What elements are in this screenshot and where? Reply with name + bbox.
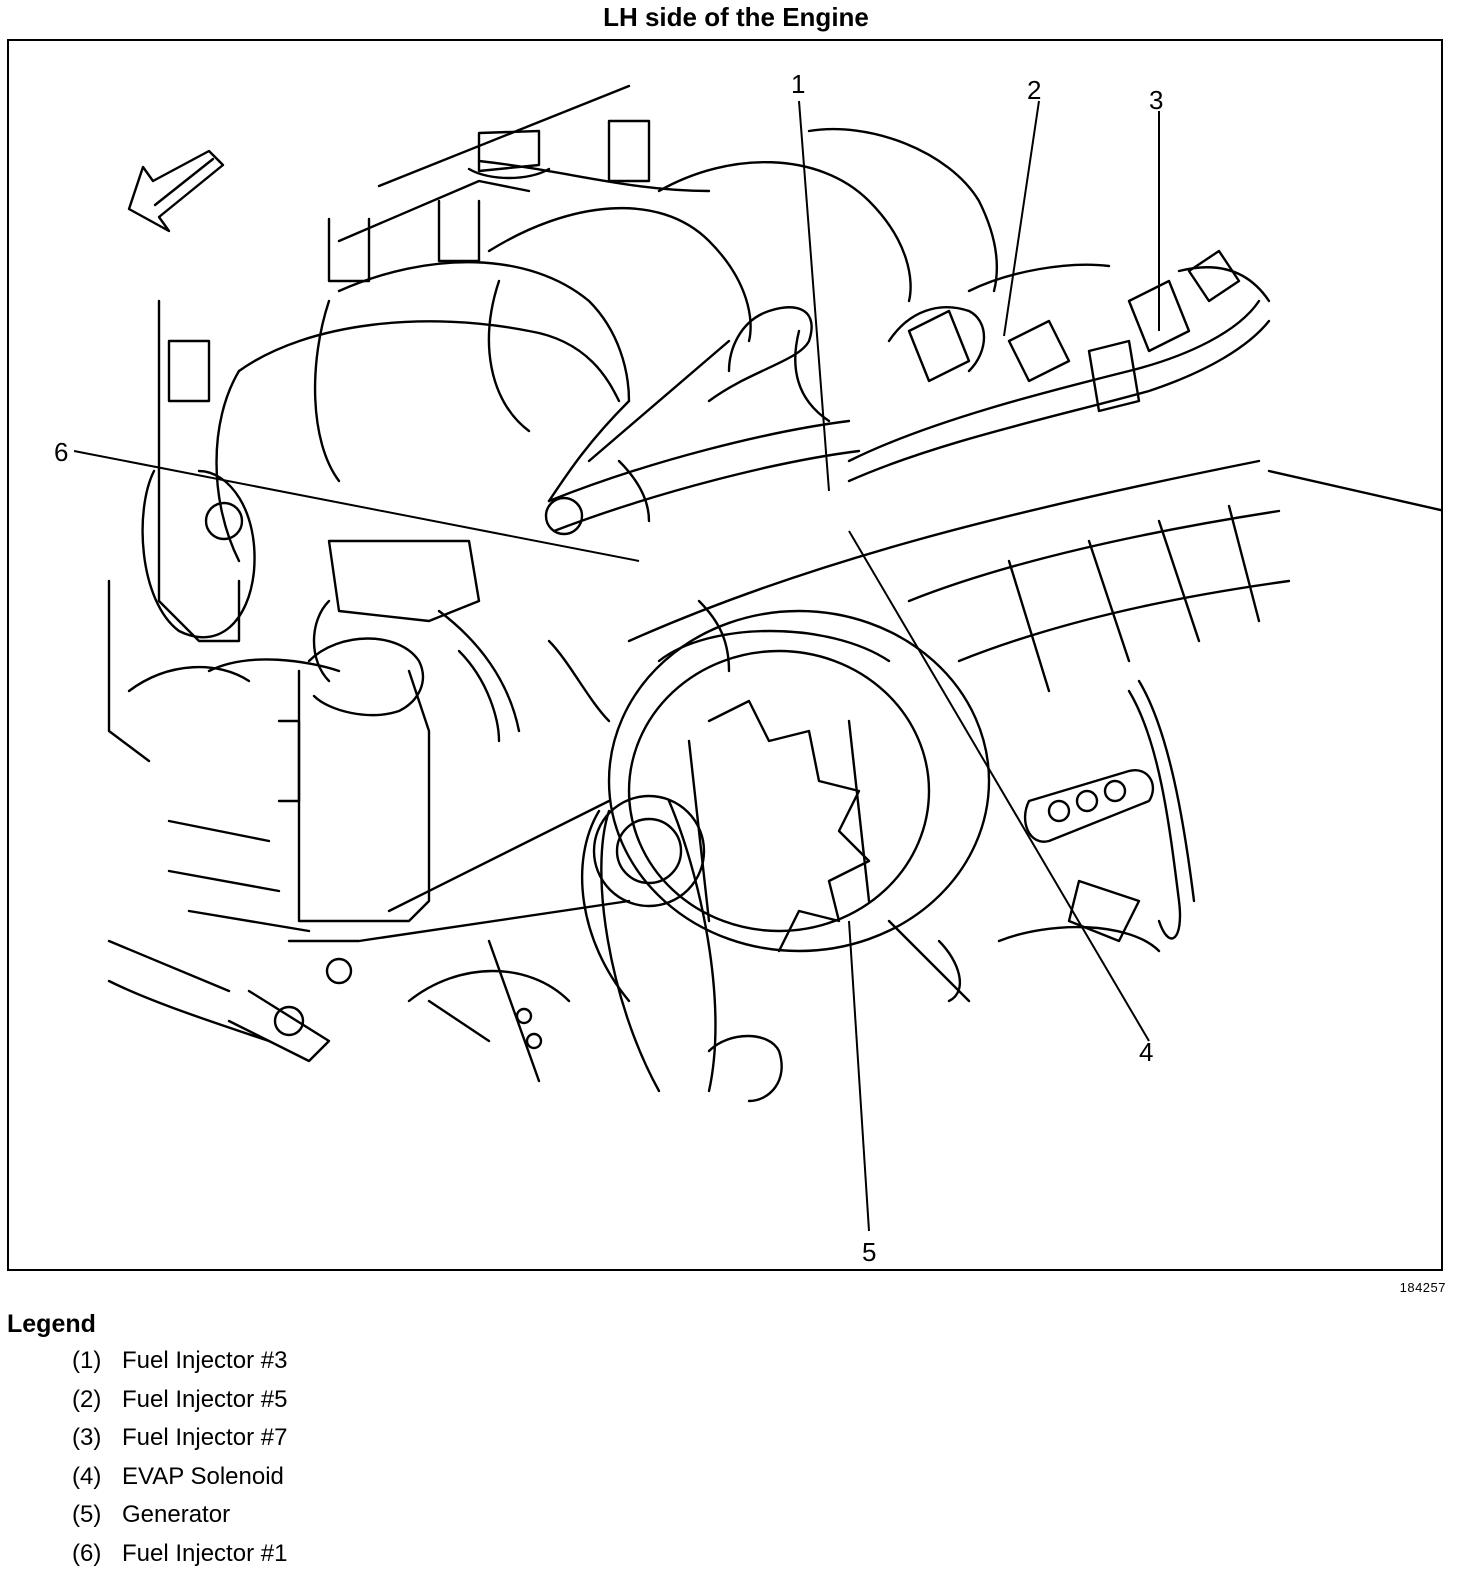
diagram-title: LH side of the Engine bbox=[0, 2, 1472, 33]
leader-line-5 bbox=[849, 921, 869, 1231]
leader-line-4 bbox=[849, 531, 1149, 1041]
legend-item: (3)Fuel Injector #7 bbox=[72, 1419, 287, 1458]
legend-item-label: Fuel Injector #5 bbox=[122, 1386, 287, 1414]
legend-item-label: Fuel Injector #1 bbox=[122, 1540, 287, 1568]
figure-id: 184257 bbox=[1400, 1280, 1446, 1295]
legend-item: (2)Fuel Injector #5 bbox=[72, 1381, 287, 1420]
legend-item-label: EVAP Solenoid bbox=[122, 1463, 284, 1491]
legend-item: (4)EVAP Solenoid bbox=[72, 1458, 287, 1497]
callout-4: 4 bbox=[1139, 1037, 1153, 1067]
callout-3: 3 bbox=[1149, 85, 1163, 115]
forward-arrow-icon bbox=[129, 151, 223, 231]
legend-item: (6)Fuel Injector #1 bbox=[72, 1535, 287, 1573]
callout-1: 1 bbox=[791, 69, 805, 99]
callout-2: 2 bbox=[1027, 75, 1041, 105]
engine-illustration-frame: 1 2 3 4 5 6 bbox=[7, 39, 1443, 1271]
legend-item-label: Fuel Injector #3 bbox=[122, 1347, 287, 1375]
callout-6: 6 bbox=[54, 437, 68, 467]
legend-item-number: (1) bbox=[72, 1347, 122, 1375]
legend-list: (1)Fuel Injector #3 (2)Fuel Injector #5 … bbox=[72, 1342, 287, 1573]
leader-line-1 bbox=[799, 101, 829, 491]
legend-item-number: (3) bbox=[72, 1424, 122, 1452]
legend-item-number: (4) bbox=[72, 1463, 122, 1491]
legend-item-label: Fuel Injector #7 bbox=[122, 1424, 287, 1452]
leader-line-2 bbox=[1004, 101, 1039, 336]
legend-item-label: Generator bbox=[122, 1501, 230, 1529]
callout-5: 5 bbox=[862, 1237, 876, 1267]
legend-item-number: (5) bbox=[72, 1501, 122, 1529]
legend-item: (5)Generator bbox=[72, 1496, 287, 1535]
engine-line-drawing: 1 2 3 4 5 6 bbox=[9, 41, 1443, 1271]
legend-item: (1)Fuel Injector #3 bbox=[72, 1342, 287, 1381]
legend-heading: Legend bbox=[7, 1310, 96, 1339]
legend-item-number: (6) bbox=[72, 1540, 122, 1568]
legend-item-number: (2) bbox=[72, 1386, 122, 1414]
